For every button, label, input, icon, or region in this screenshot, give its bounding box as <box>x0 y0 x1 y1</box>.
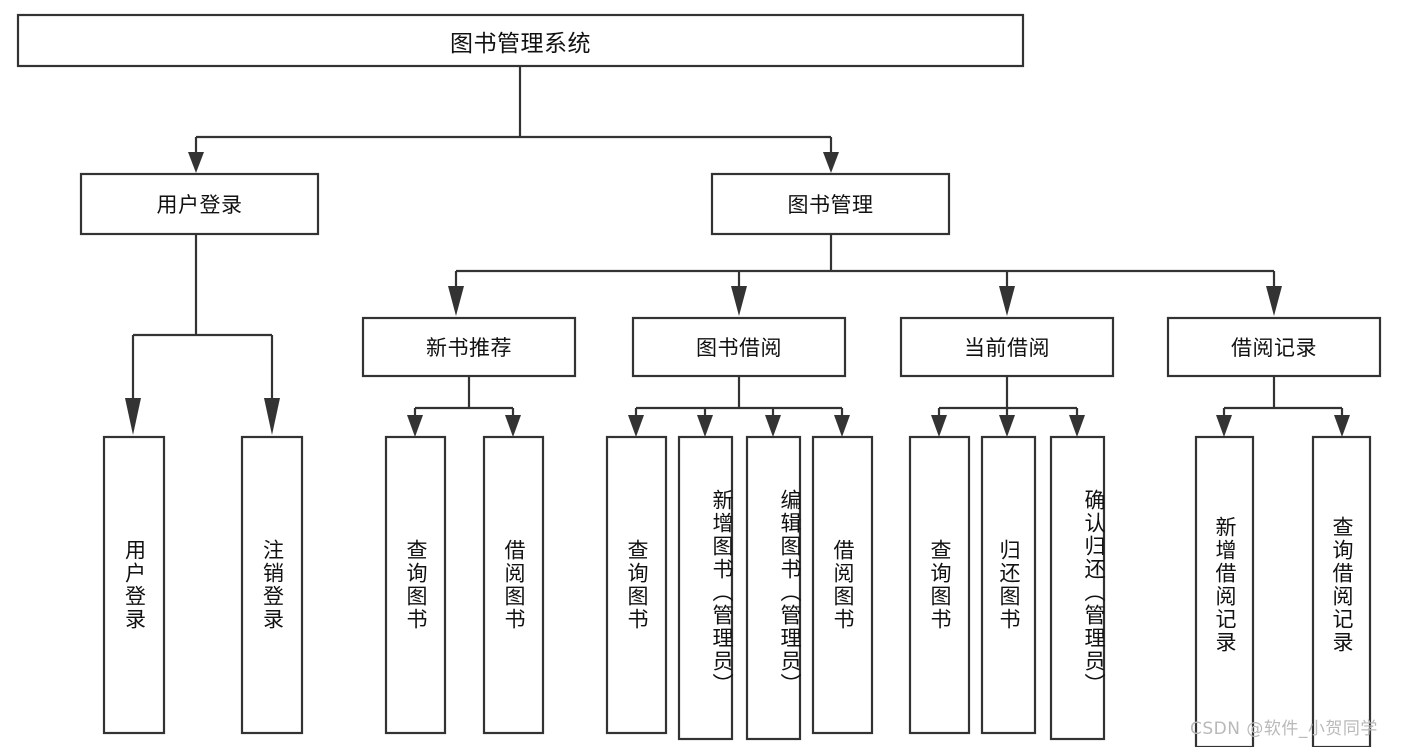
arrow-head-leaf-query-book-2 <box>628 415 644 437</box>
node-box-leaf-borrow-book-2[interactable] <box>811 435 874 735</box>
node-box-leaf-query-book-3[interactable] <box>908 435 971 735</box>
watermark-text: CSDN @软件_小贺同学 <box>1190 719 1378 739</box>
arrow-head-leaf-add-record <box>1216 415 1232 437</box>
arrow-head-leaf-return-book <box>999 415 1015 437</box>
edge-book-manage-to-level2 <box>448 234 1282 316</box>
node-box-leaf-borrow-book-1[interactable] <box>482 435 545 735</box>
arrow-head-current-borrow <box>999 286 1015 316</box>
node-box-book-borrow[interactable] <box>631 316 847 378</box>
node-box-user-login[interactable] <box>79 172 320 236</box>
node-box-leaf-edit-book[interactable] <box>745 435 802 741</box>
edge-book-borrow-to-leaves <box>628 376 850 437</box>
node-box-root[interactable] <box>16 13 1025 68</box>
arrow-head-leaf-query-record <box>1334 415 1350 437</box>
node-box-leaf-add-record[interactable] <box>1194 435 1255 747</box>
node-box-leaf-user-login[interactable] <box>102 435 166 735</box>
arrow-head-leaf-edit-book <box>765 415 781 437</box>
node-box-leaf-add-book[interactable] <box>677 435 734 741</box>
arrow-head-new-book-rec <box>448 286 464 316</box>
node-box-leaf-query-book-2[interactable] <box>605 435 668 735</box>
node-box-book-manage[interactable] <box>710 172 951 236</box>
arrow-head-leaf-confirm-return <box>1069 415 1085 437</box>
edge-user-login-to-leaves <box>125 234 280 435</box>
edge-new-book-rec-to-leaves <box>407 376 521 437</box>
node-box-leaf-query-book-1[interactable] <box>384 435 447 735</box>
node-box-leaf-logout[interactable] <box>240 435 304 735</box>
arrow-head-leaf-borrow-book-1 <box>505 415 521 437</box>
node-box-leaf-confirm-return[interactable] <box>1049 435 1106 741</box>
arrow-head-leaf-add-book <box>697 415 713 437</box>
node-box-leaf-return-book[interactable] <box>980 435 1037 735</box>
node-box-leaf-query-record[interactable] <box>1311 435 1372 747</box>
edge-current-borrow-to-leaves <box>931 376 1085 437</box>
node-box-current-borrow[interactable] <box>899 316 1115 378</box>
edge-root-to-level1 <box>188 66 839 173</box>
node-box-new-book-rec[interactable] <box>361 316 577 378</box>
arrow-head-book-manage <box>823 152 839 173</box>
arrow-head-leaf-query-book-3 <box>931 415 947 437</box>
arrow-head-leaf-query-book-1 <box>407 415 423 437</box>
arrow-head-user-login <box>188 152 204 173</box>
edge-borrow-record-to-leaves <box>1216 376 1350 437</box>
arrow-head-leaf-logout <box>264 398 280 435</box>
arrow-head-borrow-record <box>1266 286 1282 316</box>
arrow-head-leaf-borrow-book-2 <box>834 415 850 437</box>
arrow-head-leaf-user-login <box>125 398 141 435</box>
arrow-head-book-borrow <box>731 286 747 316</box>
node-box-borrow-record[interactable] <box>1166 316 1382 378</box>
